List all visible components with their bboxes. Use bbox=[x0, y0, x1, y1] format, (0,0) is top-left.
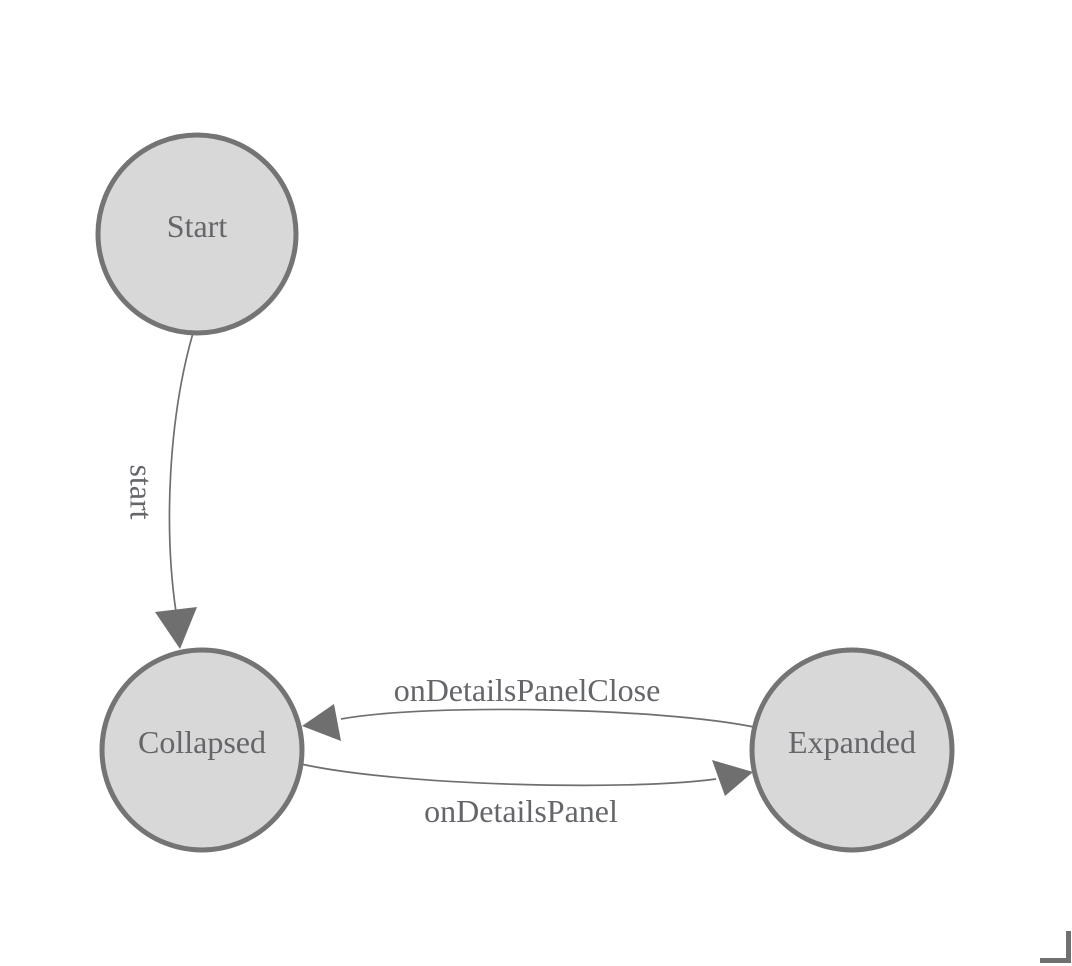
arrowhead-icon bbox=[712, 760, 753, 796]
state-label: Expanded bbox=[788, 724, 916, 760]
edge-line-ondetailspanel[interactable] bbox=[300, 763, 717, 787]
edge-label-ondetailspanelclose: onDetailsPanelClose bbox=[394, 672, 661, 708]
state-label: Start bbox=[167, 208, 228, 244]
edge-label-start: start bbox=[123, 464, 159, 519]
edge-label-ondetailspanel: onDetailsPanel bbox=[424, 793, 618, 829]
state-label: Collapsed bbox=[138, 724, 266, 760]
state-circle[interactable] bbox=[95, 132, 299, 336]
edge-expanded-to-collapsed[interactable]: onDetailsPanelClose bbox=[302, 672, 755, 741]
edge-start-to-collapsed[interactable]: start bbox=[123, 332, 197, 649]
state-node-start[interactable]: Start bbox=[95, 132, 299, 336]
state-node-collapsed[interactable]: Collapsed bbox=[99, 647, 305, 853]
state-circle[interactable] bbox=[749, 647, 955, 853]
state-circle[interactable] bbox=[99, 647, 305, 853]
state-node-expanded[interactable]: Expanded bbox=[749, 647, 955, 853]
edge-line-start[interactable] bbox=[168, 332, 194, 613]
arrowhead-icon bbox=[155, 607, 197, 649]
edge-line-ondetailspanelclose[interactable] bbox=[340, 708, 755, 728]
edge-collapsed-to-expanded[interactable]: onDetailsPanel bbox=[300, 760, 753, 829]
scroll-corner-icon bbox=[1040, 931, 1071, 963]
arrowhead-icon bbox=[302, 704, 341, 741]
